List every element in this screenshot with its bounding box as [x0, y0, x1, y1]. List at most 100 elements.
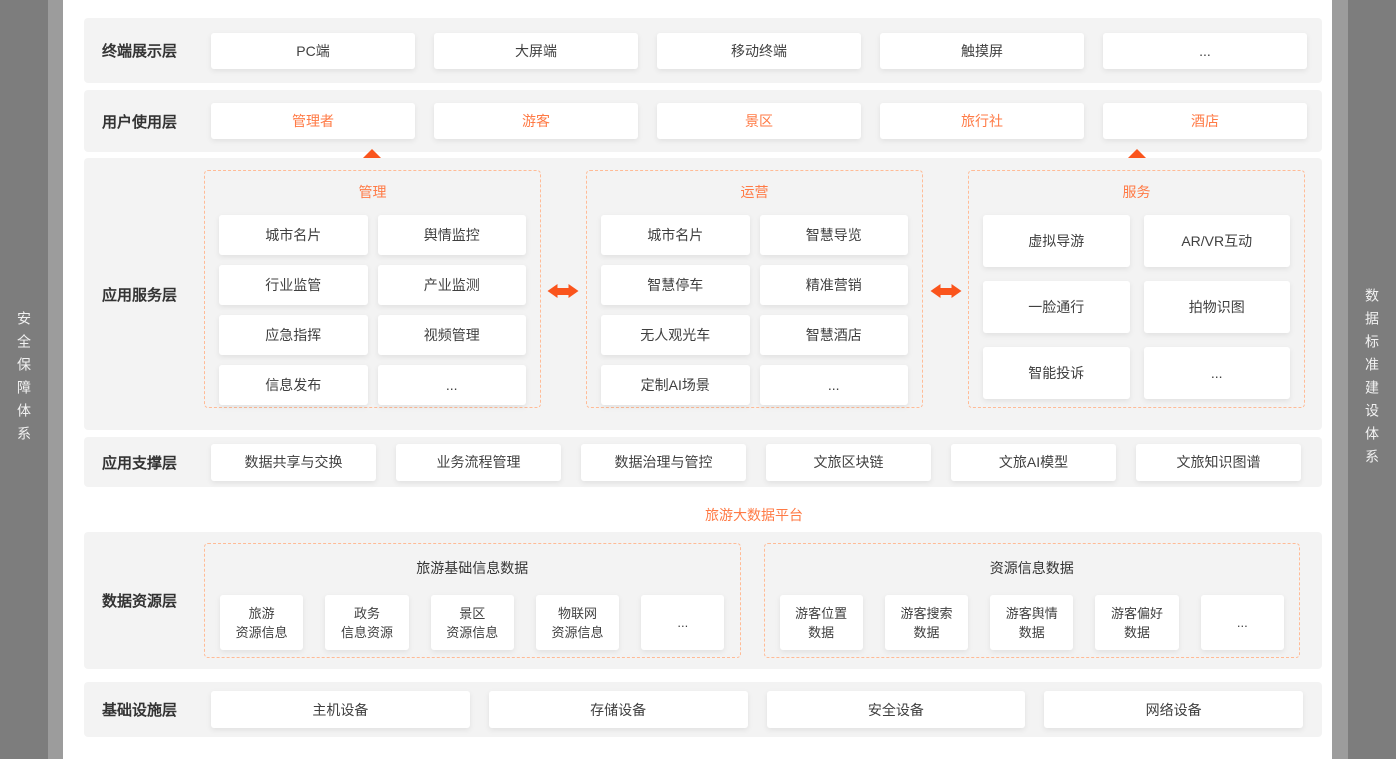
terminal-card: PC端: [211, 32, 415, 69]
double-arrow: [547, 284, 579, 298]
operation-card: ...: [759, 365, 908, 405]
service-card: AR/VR互动: [1143, 215, 1290, 267]
service-card: 智能投诉: [983, 347, 1130, 399]
data-resource-layer: 数据资源层 旅游基础信息数据 旅游 资源信息 政务 信息资源 景区 资源信息: [84, 532, 1322, 669]
infrastructure-card: 安全设备: [766, 691, 1026, 728]
data-card-line1: 游客偏好: [1111, 605, 1164, 621]
arrow-left-head: [930, 284, 941, 298]
operation-group: 运营 城市名片 智慧导览 智慧停车 精准营销 无人观光车 智慧酒店 定制AI场景…: [586, 170, 923, 408]
terminal-card: 大屏端: [434, 32, 638, 69]
user-card: 景区: [657, 103, 861, 139]
support-card: 数据治理与管控: [581, 443, 746, 481]
left-sidebar-label: 安全保障体系: [16, 310, 32, 449]
management-card: 视频管理: [377, 315, 526, 355]
terminal-card: 触摸屏: [880, 32, 1084, 69]
layer-label: 用户使用层: [102, 113, 178, 131]
management-card: 城市名片: [219, 215, 368, 255]
double-arrow: [930, 284, 962, 298]
infrastructure-layer: 基础设施层 主机设备 存储设备 安全设备 网络设备: [84, 682, 1322, 737]
layer-label: 应用支撑层: [102, 454, 178, 472]
layer-label: 基础设施层: [102, 702, 178, 719]
data-groups: 旅游基础信息数据 旅游 资源信息 政务 信息资源 景区 资源信息: [204, 532, 1322, 669]
data-card-line1: 旅游: [248, 605, 275, 621]
service-card: ...: [1143, 347, 1290, 399]
diagram-canvas: 终端展示层 PC端 大屏端 移动终端 触摸屏 ... 用户使用层 管理者 游客 …: [63, 0, 1332, 759]
user-card: 管理者: [211, 103, 415, 139]
layer-label: 应用服务层: [102, 286, 178, 304]
data-card: 游客位置 数据: [779, 595, 863, 650]
terminal-cards: PC端 大屏端 移动终端 触摸屏 ...: [211, 18, 1322, 83]
operation-card: 智慧酒店: [759, 315, 908, 355]
operation-card: 定制AI场景: [601, 365, 750, 405]
group-title: 旅游基础信息数据: [416, 560, 529, 576]
group-title: 服务: [1122, 184, 1151, 200]
resource-info-cards: 游客位置 数据 游客搜索 数据 游客舆情 数据 游客偏好 数据: [779, 595, 1285, 650]
data-card-line1: 物联网: [558, 605, 598, 621]
terminal-card: 移动终端: [657, 32, 861, 69]
user-cards: 管理者 游客 景区 旅行社 酒店: [211, 90, 1322, 152]
management-group: 管理 城市名片 舆情监控 行业监管 产业监测 应急指挥 视频管理 信息发布 ..…: [204, 170, 541, 408]
infrastructure-card: 存储设备: [488, 691, 748, 728]
arrow-left-head: [547, 284, 558, 298]
data-card-line1: ...: [677, 615, 689, 630]
support-cards: 数据共享与交换 业务流程管理 数据治理与管控 文旅区块链 文旅AI模型 文旅知识…: [211, 437, 1322, 487]
operation-card: 智慧停车: [601, 265, 750, 305]
service-grid: 虚拟导游 AR/VR互动 一脸通行 拍物识图 智能投诉 ...: [983, 215, 1290, 399]
data-card-line2: 资源信息: [551, 624, 604, 640]
support-card: 文旅知识图谱: [1136, 443, 1301, 481]
support-card: 文旅区块链: [766, 443, 931, 481]
data-card-line1: ...: [1236, 615, 1248, 630]
operation-card: 无人观光车: [601, 315, 750, 355]
management-card: ...: [377, 365, 526, 405]
management-card: 信息发布: [219, 365, 368, 405]
infrastructure-cards: 主机设备 存储设备 安全设备 网络设备: [211, 682, 1322, 737]
arrow-right-head: [568, 284, 579, 298]
data-card-line2: 数据: [913, 624, 940, 640]
data-card-line1: 游客舆情: [1005, 605, 1058, 621]
data-card: 物联网 资源信息: [535, 595, 620, 650]
group-title: 资源信息数据: [989, 560, 1074, 576]
platform-label: 旅游大数据平台: [705, 507, 803, 523]
data-card: 政务 信息资源: [325, 595, 409, 650]
service-card: 一脸通行: [983, 281, 1130, 333]
group-title: 管理: [358, 184, 387, 200]
data-card: ...: [1200, 595, 1284, 650]
right-sidebar: 数据标准建设体系: [1348, 0, 1396, 759]
support-card: 文旅AI模型: [951, 443, 1116, 481]
layer-label: 终端展示层: [102, 43, 178, 60]
data-card: 游客偏好 数据: [1095, 595, 1179, 650]
data-card-line1: 游客搜索: [900, 605, 953, 621]
layer-label: 数据资源层: [102, 593, 178, 610]
left-sidebar: 安全保障体系: [0, 0, 48, 759]
basic-info-group: 旅游基础信息数据 旅游 资源信息 政务 信息资源 景区 资源信息: [204, 543, 741, 658]
data-card-line2: 数据: [1018, 624, 1045, 640]
management-card: 应急指挥: [219, 315, 368, 355]
user-card: 旅行社: [880, 103, 1084, 139]
infrastructure-card: 主机设备: [211, 691, 470, 728]
support-card: 数据共享与交换: [211, 443, 376, 481]
operation-grid: 城市名片 智慧导览 智慧停车 精准营销 无人观光车 智慧酒店 定制AI场景 ..…: [601, 215, 908, 405]
app-support-layer: 应用支撑层 数据共享与交换 业务流程管理 数据治理与管控 文旅区块链 文旅AI模…: [84, 437, 1322, 487]
right-sidebar-label: 数据标准建设体系: [1364, 287, 1380, 472]
terminal-display-layer: 终端展示层 PC端 大屏端 移动终端 触摸屏 ...: [84, 18, 1322, 83]
operation-card: 智慧导览: [759, 215, 908, 255]
user-card: 游客: [434, 103, 638, 139]
arrow-bar: [557, 287, 569, 295]
data-card: 景区 资源信息: [430, 595, 514, 650]
terminal-card: ...: [1103, 32, 1307, 69]
data-card-line2: 数据: [808, 624, 835, 640]
data-card-line1: 景区: [459, 605, 486, 621]
group-title: 运营: [740, 184, 769, 200]
service-card: 拍物识图: [1143, 281, 1290, 333]
user-usage-layer: 用户使用层 管理者 游客 景区 旅行社 酒店: [84, 90, 1322, 152]
management-card: 产业监测: [377, 265, 526, 305]
app-service-layer: 应用服务层 管理 城市名片 舆情监控 行业监管 产业监测 应急指挥 视频管理 信…: [84, 158, 1322, 430]
data-card: ...: [641, 595, 725, 650]
service-group: 服务 虚拟导游 AR/VR互动 一脸通行 拍物识图 智能投诉 ...: [968, 170, 1305, 408]
user-card: 酒店: [1103, 103, 1307, 139]
data-card-line2: 资源信息: [446, 624, 499, 640]
data-card-line2: 数据: [1124, 624, 1151, 640]
management-grid: 城市名片 舆情监控 行业监管 产业监测 应急指挥 视频管理 信息发布 ...: [219, 215, 526, 405]
support-card: 业务流程管理: [396, 443, 561, 481]
service-groups: 管理 城市名片 舆情监控 行业监管 产业监测 应急指挥 视频管理 信息发布 ..…: [204, 158, 1322, 430]
